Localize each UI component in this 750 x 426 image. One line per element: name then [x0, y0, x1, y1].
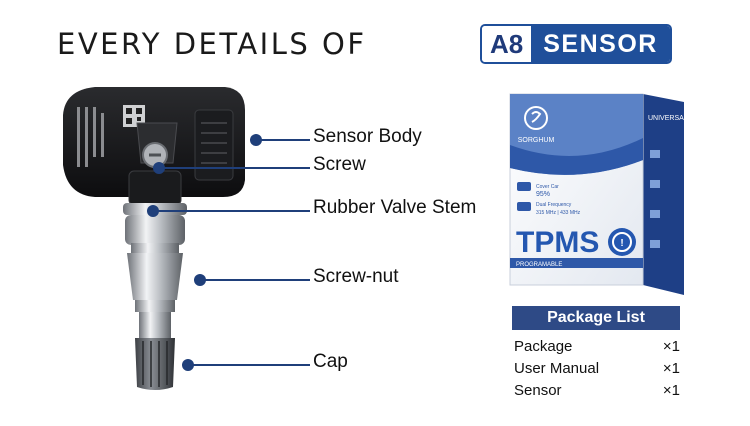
callout-sensor-body: Sensor Body	[250, 126, 500, 150]
svg-text:!: !	[620, 238, 623, 249]
callout-dot	[194, 274, 206, 286]
callout-cap: Cap	[182, 351, 432, 375]
callout-dot	[182, 359, 194, 371]
model-badge: A8 SENSOR	[480, 24, 672, 64]
badge-model: A8	[482, 26, 532, 62]
box-side	[643, 94, 684, 295]
box-freq-value: 315 MHz | 433 MHz	[536, 210, 581, 216]
page-title: EVERY DETAILS OF	[57, 27, 367, 61]
box-edition: UNIVERSAL	[648, 115, 688, 122]
callout-label: Screw	[313, 154, 366, 175]
callout-line	[192, 364, 310, 366]
callout-dot	[153, 162, 165, 174]
callout-screw: Screw	[153, 154, 453, 178]
package-list-title: Package List	[512, 306, 680, 330]
package-item-name: Sensor	[514, 382, 562, 399]
callout-line	[157, 210, 310, 212]
badge-word: SENSOR	[531, 26, 670, 62]
callout-rubber-valve-stem: Rubber Valve Stem	[147, 197, 497, 221]
callout-label: Screw-nut	[313, 266, 399, 287]
box-brand: SORGHUM	[518, 137, 555, 144]
package-list-item: Package ×1	[512, 334, 680, 356]
box-subtitle: PROGRAMABLE	[516, 262, 562, 268]
package-list: Package List Package ×1 User Manual ×1 S…	[512, 306, 680, 400]
product-box-image: SORGHUM Cover Car 95% Dual Frequency 315…	[509, 93, 688, 295]
box-product: TPMS	[516, 226, 599, 259]
callout-label: Cap	[313, 351, 348, 372]
tpms-sensor-image	[63, 87, 245, 390]
package-item-qty: ×1	[662, 360, 680, 377]
box-cover-value: 95%	[536, 191, 550, 198]
page-header: EVERY DETAILS OF A8 SENSOR	[0, 24, 750, 64]
package-item-name: User Manual	[514, 360, 600, 377]
box-cover-label: Cover Car	[536, 184, 559, 190]
callout-line	[204, 279, 310, 281]
package-item-qty: ×1	[662, 382, 680, 399]
package-item-name: Package	[514, 338, 573, 355]
package-item-qty: ×1	[662, 338, 680, 355]
callout-screw-nut: Screw-nut	[194, 266, 494, 290]
callout-dot	[147, 205, 159, 217]
callout-dot	[250, 134, 262, 146]
package-list-item: Sensor ×1	[512, 378, 680, 400]
callout-label: Sensor Body	[313, 126, 422, 147]
callout-line	[260, 139, 310, 141]
package-list-item: User Manual ×1	[512, 356, 680, 378]
box-freq-label: Dual Frequency	[536, 202, 572, 208]
callout-label: Rubber Valve Stem	[313, 197, 477, 218]
callout-line	[163, 167, 310, 169]
